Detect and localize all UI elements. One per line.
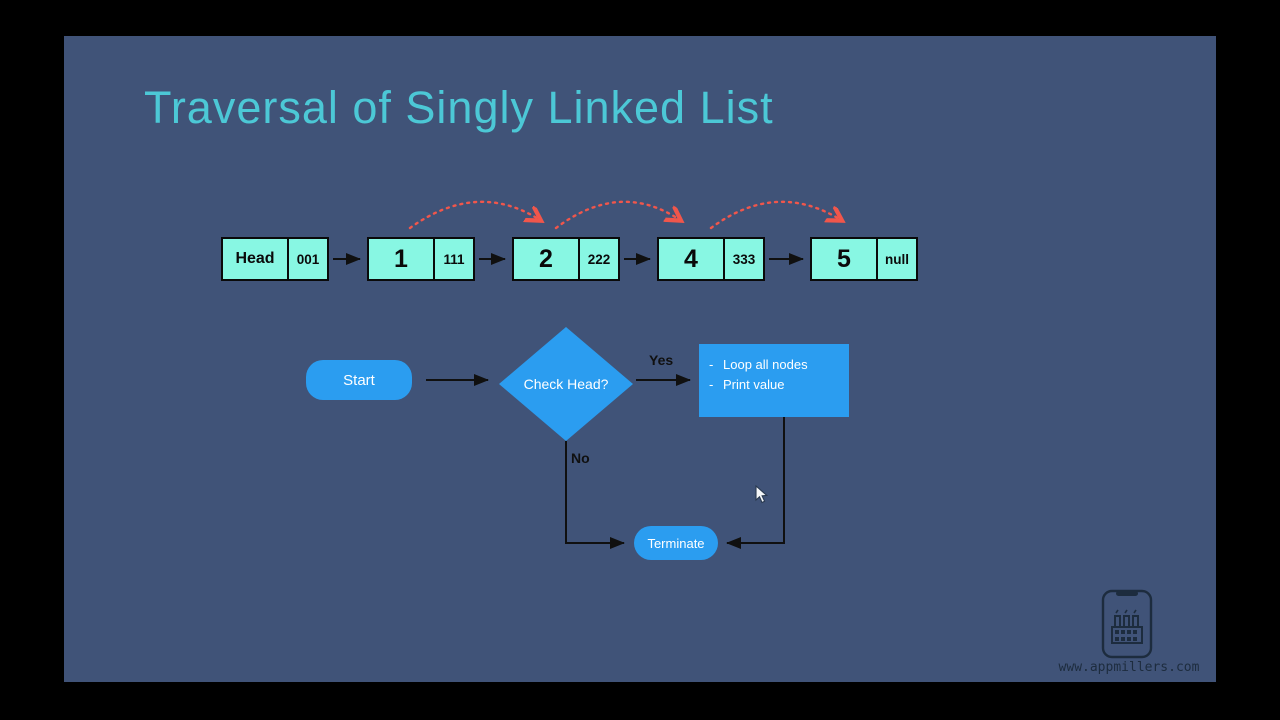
factory-phone-logo-icon xyxy=(1101,589,1153,659)
node-pointer: 111 xyxy=(433,237,475,281)
process-line-text: Print value xyxy=(723,377,785,392)
node-pointer: 333 xyxy=(723,237,765,281)
bullet-dash: - xyxy=(709,377,714,392)
node-pointer: 222 xyxy=(578,237,620,281)
mouse-cursor-icon xyxy=(755,485,769,504)
terminate-node: Terminate xyxy=(634,526,718,560)
process-line: - Loop all nodes xyxy=(709,357,841,372)
node-value: Head xyxy=(221,237,289,281)
node-value: 4 xyxy=(657,237,725,281)
node-value: 2 xyxy=(512,237,580,281)
list-node-2: 2 222 xyxy=(512,237,620,281)
start-node: Start xyxy=(306,360,412,400)
no-edge-label: No xyxy=(571,450,590,466)
bullet-dash: - xyxy=(709,357,714,372)
node-value: 1 xyxy=(367,237,435,281)
watermark-url: www.appmillers.com xyxy=(1058,660,1200,675)
list-node-4: 5 null xyxy=(810,237,918,281)
node-value: 5 xyxy=(810,237,878,281)
process-line-text: Loop all nodes xyxy=(723,357,808,372)
decision-diamond xyxy=(499,327,633,441)
list-node-head: Head 001 xyxy=(221,237,329,281)
decision-label: Check Head? xyxy=(523,376,609,392)
node-pointer: null xyxy=(876,237,918,281)
process-node: - Loop all nodes - Print value xyxy=(699,344,849,417)
list-node-3: 4 333 xyxy=(657,237,765,281)
traversal-arc-icons xyxy=(408,200,841,230)
slide: Traversal of Singly Linked List xyxy=(64,36,1216,682)
connector-graphics xyxy=(333,200,1216,549)
flowchart-connectors xyxy=(426,374,785,549)
yes-edge-label: Yes xyxy=(649,352,674,368)
node-pointer: 001 xyxy=(287,237,329,281)
page-title: Traversal of Singly Linked List xyxy=(144,82,774,133)
list-node-1: 1 111 xyxy=(367,237,475,281)
process-line: - Print value xyxy=(709,377,841,392)
